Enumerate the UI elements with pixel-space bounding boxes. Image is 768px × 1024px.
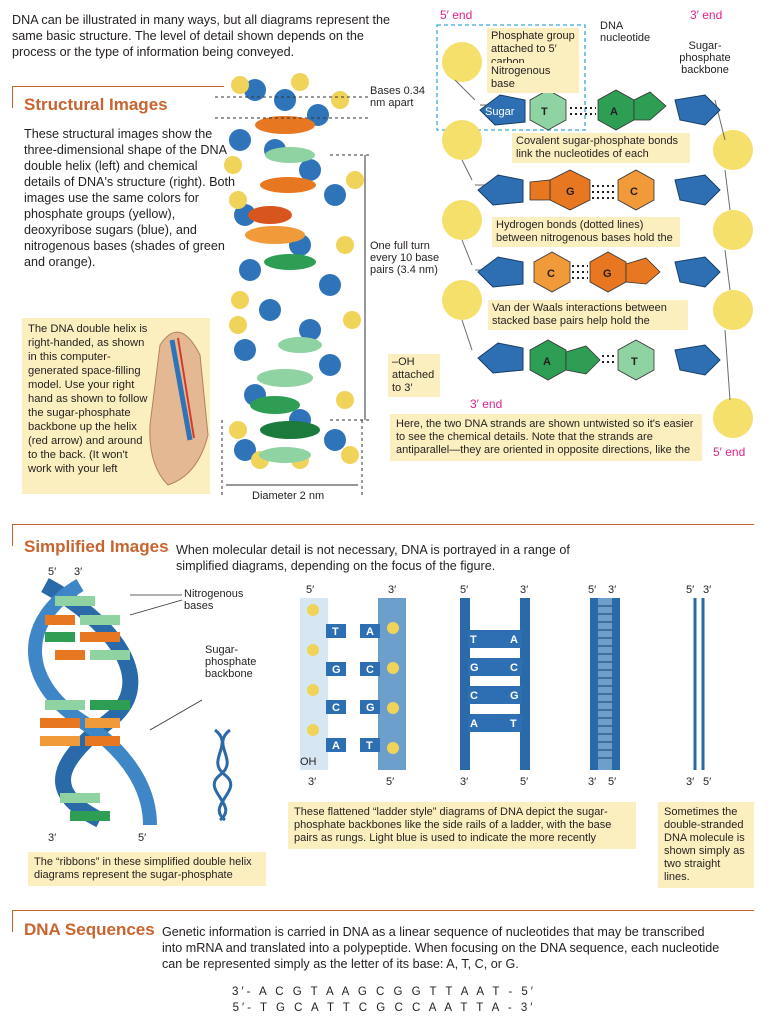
base-letter: T (541, 106, 548, 118)
mini-helix (212, 728, 233, 822)
one-turn-label: One full turn every 10 base pairs (3.4 n… (370, 240, 440, 276)
base-letter: C (366, 664, 374, 676)
five-end-bottom-label: 5′ end (713, 445, 746, 459)
nucleotide-box (436, 24, 586, 131)
nitrogenous-base-label: Nitrogenous base (487, 63, 579, 93)
prime-label: 3′ (74, 566, 83, 578)
base-letter: G (510, 690, 519, 702)
prime-label: 5′ (48, 566, 57, 578)
sequences-title: DNA Sequences (20, 920, 159, 940)
sequence-bottom: 5′- T G C A T T C G C C A A T T A - 3′ (232, 1002, 536, 1014)
prime-label: 3′ (388, 584, 397, 596)
prime-label: 3′ (686, 776, 695, 788)
base-letter: C (547, 268, 555, 280)
section-rule (12, 524, 754, 525)
base-letter: A (543, 356, 551, 368)
backbone-label: Sugar-phosphate backbone (679, 40, 731, 76)
base-letter: A (510, 634, 518, 646)
base-letter: C (630, 186, 638, 198)
simplified-title: Simplified Images (20, 537, 173, 557)
base-letter: T (510, 718, 517, 730)
base-letter: A (610, 106, 618, 118)
section-rule (12, 910, 754, 911)
base-letter: T (332, 626, 339, 638)
section-rule-tick (12, 910, 13, 932)
untwisted-note: Here, the two DNA strands are shown untw… (390, 414, 702, 461)
prime-label: 3′ (520, 584, 529, 596)
base-letter: G (470, 662, 479, 674)
covalent-bonds-note: Covalent sugar-phosphate bonds link the … (512, 133, 690, 163)
dna-nucleotide-label: DNA nucleotide (600, 20, 651, 44)
ladder-note: These flattened “ladder style” diagrams … (288, 802, 636, 849)
base-letter: G (332, 664, 341, 676)
five-end-top-label: 5′ end (440, 8, 473, 22)
prime-label: 3′ (48, 832, 57, 844)
prime-label: 5′ (306, 584, 315, 596)
van-der-waals-note: Van der Waals interactions between stack… (488, 300, 688, 330)
oh-attached-note: –OH attached to 3′ (388, 354, 440, 397)
lines-note: Sometimes the double-stranded DNA molecu… (658, 802, 754, 888)
ribbon-note: The “ribbons” in these simplified double… (28, 852, 266, 886)
ribbon-helix (28, 577, 203, 828)
section-rule (12, 86, 224, 87)
base-letter: A (366, 626, 374, 638)
sequence-top: 3′- A C G T A A G C G G T T A A T - 5′ (232, 986, 536, 998)
ladder-diagram-3 (590, 598, 620, 770)
sequences-body: Genetic information is carried in DNA as… (162, 925, 720, 971)
sugar-label: Sugar (485, 106, 515, 118)
prime-label: 5′ (608, 776, 617, 788)
base-letter: G (366, 702, 375, 714)
diameter-label: Diameter 2 nm (252, 490, 325, 502)
prime-label: 5′ (588, 584, 597, 596)
base-letter: G (566, 186, 575, 198)
prime-label: 3′ (460, 776, 469, 788)
ladder-diagram-1 (300, 598, 406, 770)
prime-label: 5′ (520, 776, 529, 788)
prime-label: 3′ (703, 584, 712, 596)
nitrogenous-bases-label: Nitrogenous bases (184, 588, 244, 612)
prime-label: 5′ (703, 776, 712, 788)
base-letter: C (510, 662, 518, 674)
two-lines-diagram (693, 598, 705, 770)
prime-label: 3′ (588, 776, 597, 788)
base-letter: T (366, 740, 373, 752)
base-letter: C (332, 702, 340, 714)
prime-label: 3′ (308, 776, 317, 788)
intro-text: DNA can be illustrated in many ways, but… (12, 13, 390, 59)
structural-body: These structural images show the three-d… (24, 127, 235, 269)
structural-title: Structural Images (20, 95, 172, 115)
hydrogen-bonds-note: Hydrogen bonds (dotted lines) between ni… (492, 217, 680, 247)
section-rule-tick (12, 524, 13, 546)
backbone-label: Sugar-phosphate backbone (205, 644, 257, 680)
prime-label: 3′ (608, 584, 617, 596)
base-letter: A (332, 740, 340, 752)
three-end-bottom-label: 3′ end (470, 397, 503, 411)
helix-atoms (224, 73, 364, 469)
base-letter: G (603, 268, 612, 280)
simplified-body: When molecular detail is not necessary, … (176, 543, 570, 573)
prime-label: 5′ (686, 584, 695, 596)
prime-label: 5′ (460, 584, 469, 596)
bases-apart-label: Bases 0.34 nm apart (370, 85, 426, 109)
base-letter: C (470, 690, 478, 702)
oh-label: OH (300, 756, 317, 768)
three-end-top-label: 3′ end (690, 8, 723, 22)
prime-label: 5′ (386, 776, 395, 788)
prime-label: 5′ (138, 832, 147, 844)
ladder-diagram-2 (460, 598, 530, 770)
section-rule-tick (12, 86, 13, 108)
base-letter: T (631, 356, 638, 368)
base-letter: T (470, 634, 477, 646)
base-letter: A (470, 718, 478, 730)
